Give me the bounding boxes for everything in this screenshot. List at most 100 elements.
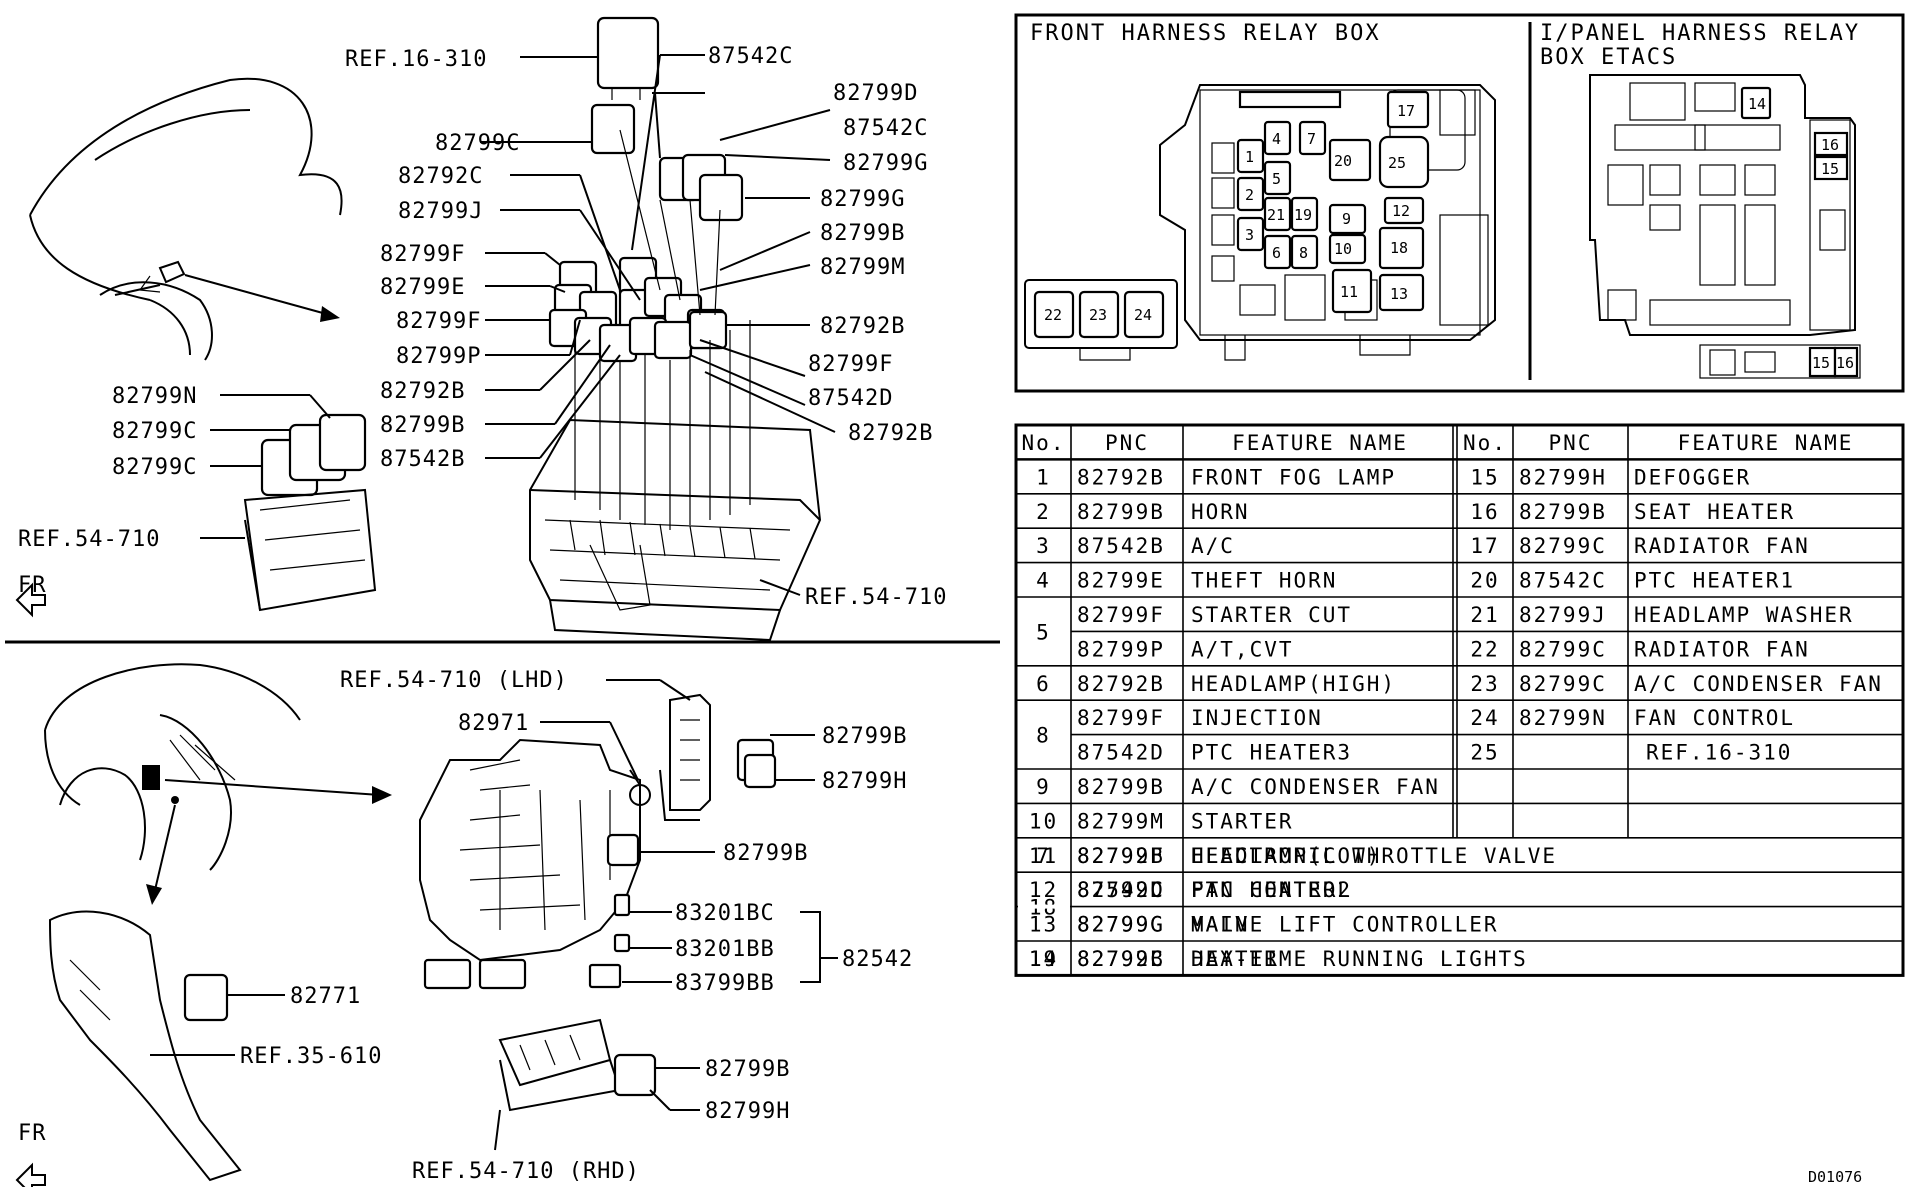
part-label-ref54710_lhd: REF.54-710 (LHD) [340,668,568,693]
table-row-no-right: 24 [1470,706,1499,730]
part-label-p83799bb: 83799BB [675,971,775,996]
part-label-p82799c_1: 82799C [112,419,197,444]
table-row-no: 12 [1029,878,1058,902]
table-header-no: No. [1022,431,1066,455]
table-row-feature-right: SEAT HEATER [1634,500,1795,524]
slot-10: 10 [1334,240,1352,258]
table-row-pnc: 87542D [1077,741,1165,765]
part-label-p82799g_b: 82799G [820,187,905,212]
table-row-feature: A/C CONDENSER FAN [1191,775,1440,799]
table-row-no: 2 [1036,500,1051,524]
table-row-no-right: 16 [1470,500,1499,524]
table-row-no: 19 [1029,947,1058,971]
table-row-pnc: 82799B [1077,947,1165,971]
ipanel-harness-title-line1: I/PANEL HARNESS RELAY [1540,21,1860,46]
fr-direction-label-0: FR [18,573,47,598]
slot-25: 25 [1388,154,1406,172]
slot-16: 16 [1821,136,1839,154]
table-header-pnc-2: PNC [1549,431,1593,455]
part-label-p82799c_l: 82799C [435,131,520,156]
table-row-pnc: 82799D [1077,878,1165,902]
table-row-feature-right: REF.16-310 [1646,741,1792,765]
fr-direction-label-1: FR [18,1121,47,1146]
table-row-no-right: 21 [1470,603,1499,627]
slot-15: 15 [1821,160,1839,178]
part-label-ref54710_rhd: REF.54-710 (RHD) [412,1159,640,1184]
part-label-ref54710_r: REF.54-710 [805,585,947,610]
table-row-pnc-right: 82799C [1519,534,1607,558]
slot-24: 24 [1134,306,1152,324]
slot-15-bottom: 15 [1812,354,1830,372]
slot-16-bottom: 16 [1836,354,1854,372]
table-row-pnc: 82799B [1077,500,1165,524]
part-label-p82799h_2: 82799H [705,1099,790,1124]
part-label-p82542: 82542 [842,947,913,972]
part-label-p82792b_r: 82792B [820,314,905,339]
part-label-p82799c_2: 82799C [112,455,197,480]
table-row-feature: A/T,CVT [1191,637,1294,661]
slot-4: 4 [1272,130,1281,148]
table-row-no: 13 [1029,913,1058,937]
table-row-feature-right: PTC HEATER1 [1634,569,1795,593]
table-row-pnc: 82799F [1077,706,1165,730]
table-row-feature: FRONT FOG LAMP [1191,465,1396,489]
slot-17: 17 [1397,102,1415,120]
part-label-p82771: 82771 [290,984,361,1009]
table-row-feature-right: A/C CONDENSER FAN [1634,672,1883,696]
part-label-p82799e: 82799E [380,275,465,300]
slot-5: 5 [1272,170,1281,188]
table-row-pnc: 82792B [1077,672,1165,696]
part-label-p82799j: 82799J [398,199,483,224]
part-label-p82971: 82971 [458,711,529,736]
table-row-no: 6 [1036,672,1051,696]
table-row-feature: STARTER [1191,809,1294,833]
part-label-p82799m: 82799M [820,255,905,280]
slot-6: 6 [1272,244,1281,262]
table-row-feature: A/C [1191,534,1235,558]
part-label-p82792b_r2: 82792B [848,421,933,446]
part-label-ref16310: REF.16-310 [345,47,487,72]
table-row-pnc: 82799M [1077,809,1165,833]
table-row-no-right: 20 [1470,569,1499,593]
part-label-p82799b_1: 82799B [822,724,907,749]
table-row-feature: PTC HEATER3 [1191,741,1352,765]
part-label-p82799p: 82799P [396,344,481,369]
table-row-pnc: 82799P [1077,637,1165,661]
table-row-feature-right: RADIATOR FAN [1634,637,1810,661]
table-row-feature-right: FAN CONTROL [1634,706,1795,730]
table-row-pnc: 82792B [1077,844,1165,868]
part-label-p87542c_b: 87542C [843,116,928,141]
table-row-feature-right: HEADLAMP WASHER [1634,603,1854,627]
table-header-pnc: PNC [1105,431,1149,455]
part-label-p82799b_r: 82799B [820,221,905,246]
table-row-no: 5 [1036,620,1051,644]
table-row-feature: VALVE LIFT CONTROLLER [1191,913,1499,937]
part-label-p82799b_2: 82799B [723,841,808,866]
table-row-no: 4 [1036,569,1051,593]
slot-7: 7 [1307,130,1316,148]
bottom-leader-lines [150,679,838,1151]
table-row-no: 8 [1036,724,1051,748]
slot-12: 12 [1392,202,1410,220]
table-row-no: 11 [1029,844,1058,868]
table-row-feature: HEADLAMP(HIGH) [1191,672,1396,696]
front-harness-layout: 17 4 7 1 5 20 25 2 21 19 9 12 3 6 8 10 1… [1024,84,1496,361]
table-row-feature: HEADLAMP(LOW) [1191,844,1381,868]
table-row-pnc: 82799G [1077,913,1165,937]
table-row-pnc: 82792C [1077,947,1165,971]
bottom-car-illustration [15,663,392,1187]
table-row-feature: HORN [1191,500,1250,524]
part-label-p82799b_3: 82799B [705,1057,790,1082]
part-label-p82799b_l: 82799B [380,413,465,438]
slot-2: 2 [1245,186,1254,204]
table-row-pnc-right: 82799C [1519,637,1607,661]
slot-22: 22 [1044,306,1062,324]
front-harness-title: FRONT HARNESS RELAY BOX [1030,21,1381,46]
table-row-no-right: 23 [1470,672,1499,696]
table-row-no-right: 15 [1470,465,1499,489]
table-row-feature: THEFT HORN [1191,569,1337,593]
slot-18: 18 [1390,239,1408,257]
ipanel-relay-box-illustration [419,693,777,1112]
